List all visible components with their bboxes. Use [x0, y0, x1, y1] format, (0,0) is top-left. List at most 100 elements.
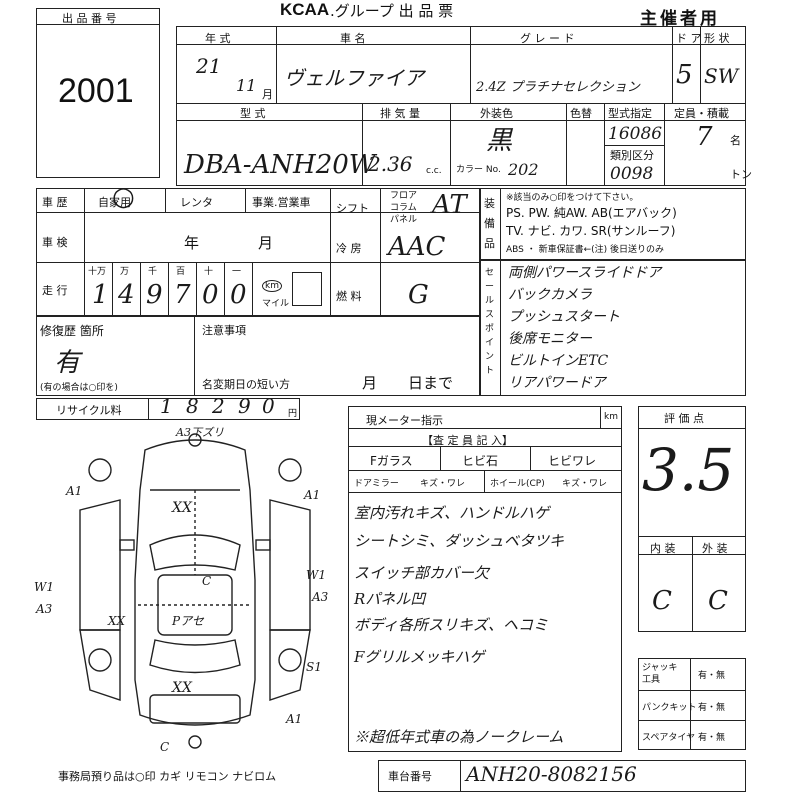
car-damage-diagram: [79, 433, 311, 749]
wheel-options: キズ・ワレ: [562, 479, 608, 489]
mileage-unit-5: 一: [232, 267, 242, 277]
type-designation-value: 16086: [608, 124, 663, 144]
recycle-label: リサイクル料: [56, 404, 122, 417]
history-table: [36, 188, 480, 316]
mileage-digit-5: 0: [230, 280, 247, 310]
car-name-value: ヴェルファイア: [284, 66, 424, 90]
door-value: 5: [676, 60, 693, 90]
history-private: 自家用: [98, 196, 131, 209]
color-number: 202: [508, 160, 539, 179]
name-change-label: 名変期日の短い方: [202, 378, 290, 391]
stone-chip-label: ヒビ石: [462, 454, 499, 468]
mark-a1-bottom: A1: [286, 712, 303, 726]
mileage-unit-0: 十万: [88, 267, 107, 277]
mark-a1-left: A1: [66, 484, 83, 498]
shift-column: コラム: [390, 203, 417, 213]
history-business: 事業.営業車: [252, 196, 311, 209]
tool-spare-label: スペアタイヤ: [642, 733, 696, 743]
chassis-label: 車台番号: [388, 770, 432, 783]
form-title: .グループ 出 品 票: [330, 2, 454, 20]
mileage-unit-2: 千: [148, 267, 158, 277]
inspector-note-1: 室内汚れキズ、ハンドルハゲ: [354, 504, 550, 522]
capacity-unit: 名: [730, 134, 741, 147]
mileage-digit-3: 7: [174, 280, 191, 310]
mark-w1-left: W1: [34, 580, 54, 594]
mileage-digit-2: 9: [146, 280, 163, 310]
sales-point-1: 両側パワースライドドア: [508, 265, 662, 281]
door-label: ド ア: [676, 32, 702, 45]
inspection-year: 年: [184, 234, 200, 252]
tool-spare-options: 有・無: [698, 733, 726, 743]
repair-label: 修復歴 箇所: [40, 324, 104, 338]
mileage-unit-1: 万: [120, 267, 130, 277]
mileage-digit-4: 0: [202, 280, 219, 310]
type-designation-label: 型式指定: [608, 107, 652, 120]
recycle-digit-1: 8: [186, 394, 199, 418]
km-unit: km: [262, 280, 282, 292]
mileage-extra-box: [292, 272, 322, 306]
equipment-line-2: TV. ナビ. カワ. SR(サンルーフ): [506, 224, 676, 238]
car-name-label: 車 名: [340, 32, 366, 45]
equipment-line-1: PS. PW. 純AW. AB(エアバック): [506, 206, 677, 220]
door-mirror-label: ドアミラー: [354, 479, 399, 489]
equipment-box: [480, 188, 746, 260]
mark-a1-right: A1: [304, 488, 321, 502]
equipment-line-3: ABS ・ 新車保証書←(注) 後日送りのみ: [506, 245, 665, 255]
recycle-unit: 円: [288, 409, 298, 419]
category-label: 類別区分: [610, 149, 654, 162]
month-value: 11: [236, 76, 257, 95]
mark-xx-side: XX: [108, 614, 126, 628]
recycle-digit-4: 0: [262, 394, 275, 418]
grade-label: グ レ ー ド: [520, 32, 575, 45]
recycle-digit-3: 9: [238, 394, 251, 418]
interior-grade: C: [652, 586, 672, 616]
inspector-note-4: Rパネル凹: [354, 590, 426, 608]
inspector-note-5: ボディ各所スリキズ、ヘコミ: [354, 616, 548, 634]
listing-number: 2001: [58, 72, 134, 110]
displacement-value: 2.36: [368, 152, 413, 176]
inspection-label: 車 検: [42, 236, 68, 249]
name-change-month: 月: [362, 374, 378, 392]
tool-puncture-options: 有・無: [698, 703, 726, 713]
year-label: 年 式: [205, 32, 231, 45]
displacement-label: 排 気 量: [380, 107, 420, 120]
mileage-label: 走 行: [42, 284, 68, 297]
office-items-note: 事務局預り品は○印 カギ リモコン ナビロム: [58, 770, 277, 783]
fuel-value: G: [408, 280, 429, 310]
mileage-digit-1: 4: [118, 280, 135, 310]
sales-point-4: 後席モニター: [508, 331, 592, 347]
repair-caution-box: [36, 316, 480, 396]
tool-jack-label: ジャッキ工具: [642, 663, 678, 685]
tool-puncture-label: パンクキット: [642, 703, 697, 713]
crack-label: ヒビワレ: [548, 454, 597, 468]
private-circle-mark: ○: [112, 182, 135, 212]
meter-unit: km: [604, 412, 618, 422]
score-label: 評 価 点: [664, 412, 704, 425]
tools-box: [638, 658, 746, 750]
inspector-box: [348, 406, 622, 752]
cc-unit: c.c.: [426, 166, 442, 176]
mark-a3-lower: A3下ズリ: [176, 426, 224, 439]
sales-points-box: [480, 260, 746, 396]
ton-unit: トン: [730, 168, 752, 181]
wheel-label: ホイール(CP): [490, 479, 545, 489]
fuel-label: 燃 料: [336, 290, 362, 303]
mark-a3-left: A3: [36, 602, 53, 616]
mark-xx-front: XX: [172, 500, 192, 516]
equipment-note: ※該当のみ○印をつけて下さい。: [506, 193, 639, 203]
history-rental: レンタ: [180, 196, 213, 209]
listing-number-box: [36, 8, 160, 178]
color-number-label: カラー No.: [456, 165, 501, 175]
repair-value: 有: [54, 348, 81, 378]
shift-value: AT: [432, 190, 467, 220]
shift-label: シフト: [336, 202, 369, 215]
inspector-note-7: ※超低年式車の為ノークレーム: [354, 728, 564, 746]
listing-number-label: 出 品 番 号: [62, 12, 117, 25]
month-unit: 月: [262, 88, 273, 101]
mark-s1: S1: [306, 660, 322, 674]
recycle-digit-0: 1: [160, 394, 173, 418]
year-value: 21: [196, 54, 222, 78]
shift-panel: パネル: [390, 215, 418, 225]
exterior-grade: C: [708, 586, 728, 616]
color-value: 黒: [486, 126, 513, 156]
